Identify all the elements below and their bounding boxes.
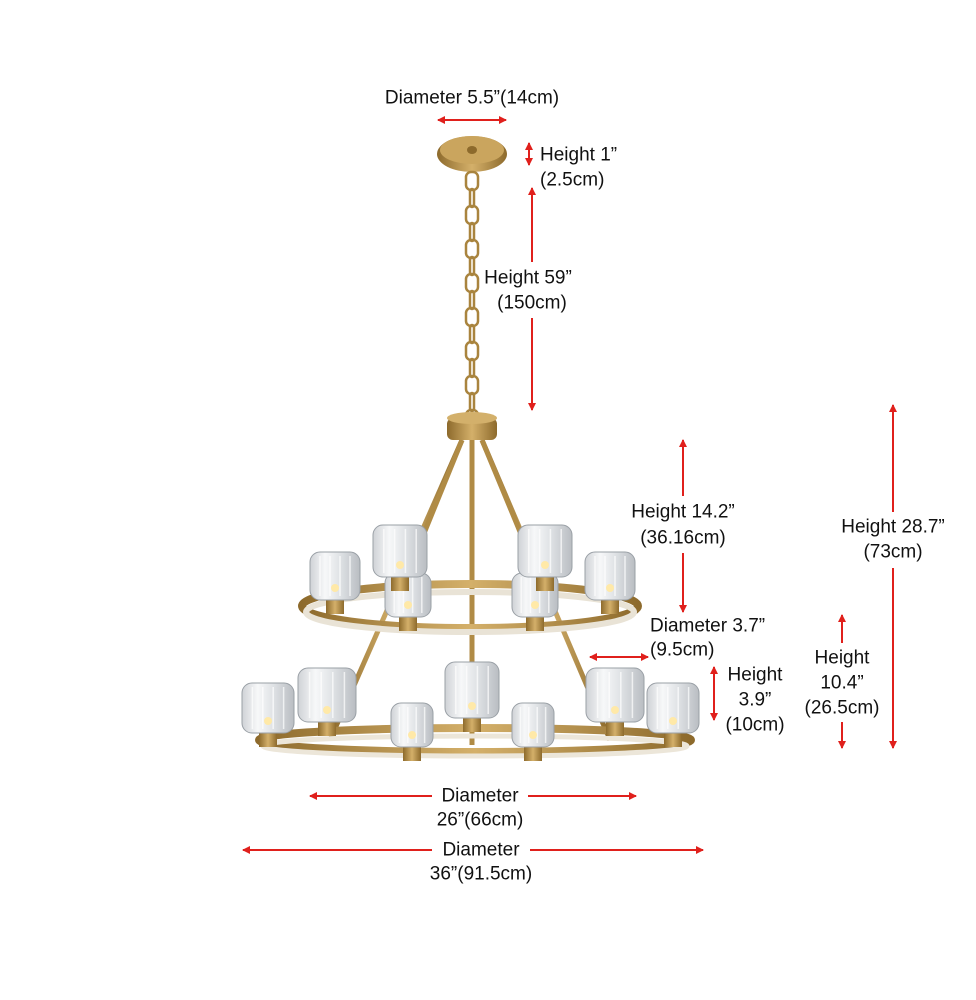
lower-shades (241, 661, 700, 761)
chain-link (468, 289, 476, 311)
chain-link (464, 374, 480, 396)
glass-shade (309, 551, 361, 614)
canopy-height-metric: (2.5cm) (540, 169, 605, 191)
glass-shade (511, 702, 555, 761)
lower-height-label: Height (814, 647, 870, 669)
total-height-metric: (73cm) (863, 541, 923, 563)
shade-height-metric: (10cm) (725, 714, 785, 736)
glass-shade (390, 702, 434, 761)
canopy-height-label: Height 1” (540, 144, 618, 166)
glass-shade (444, 661, 500, 732)
canopy-diameter-label: Diameter 5.5”(14cm) (384, 87, 560, 109)
lower-height-value: 10.4” (820, 672, 864, 694)
chain-link (464, 204, 480, 226)
chain-link (468, 255, 476, 277)
chain-link (464, 238, 480, 260)
upper-diameter-value: 26”(66cm) (436, 809, 524, 831)
dimension-arrows (242, 116, 897, 854)
upper-ring (298, 580, 642, 635)
shade-diameter-metric: (9.5cm) (650, 639, 715, 661)
lower-diameter-label: Diameter (442, 839, 520, 861)
glass-shade (372, 524, 428, 591)
glass-shade (646, 682, 700, 747)
chain-height-label: Height 59” (484, 267, 572, 289)
shade-diameter-label: Diameter 3.7” (650, 615, 766, 637)
chain-link (464, 170, 480, 192)
chain-link (464, 272, 480, 294)
glass-shade (585, 667, 645, 736)
upper-shades (309, 524, 636, 631)
lower-height-metric: (26.5cm) (804, 697, 880, 719)
canopy (437, 136, 507, 172)
shade-height-label: Height (727, 664, 783, 686)
chain-link (464, 306, 480, 328)
glass-shade (517, 524, 573, 591)
lower-diameter-value: 36”(91.5cm) (429, 863, 533, 885)
chain-link (468, 221, 476, 243)
chain (464, 170, 480, 430)
upper-height-metric: (36.16cm) (640, 527, 726, 549)
shade-height-value: 3.9” (738, 689, 772, 711)
chain-link (468, 391, 476, 413)
chain-link (468, 323, 476, 345)
chain-link (468, 187, 476, 209)
chain-link (464, 340, 480, 362)
upper-height-label: Height 14.2” (631, 501, 735, 523)
upper-diameter-label: Diameter (441, 785, 519, 807)
chain-height-metric: (150cm) (497, 292, 567, 314)
glass-shade (584, 551, 636, 614)
total-height-label: Height 28.7” (841, 516, 945, 538)
glass-shade (241, 682, 295, 747)
glass-shade (297, 667, 357, 736)
chain-link (468, 357, 476, 379)
